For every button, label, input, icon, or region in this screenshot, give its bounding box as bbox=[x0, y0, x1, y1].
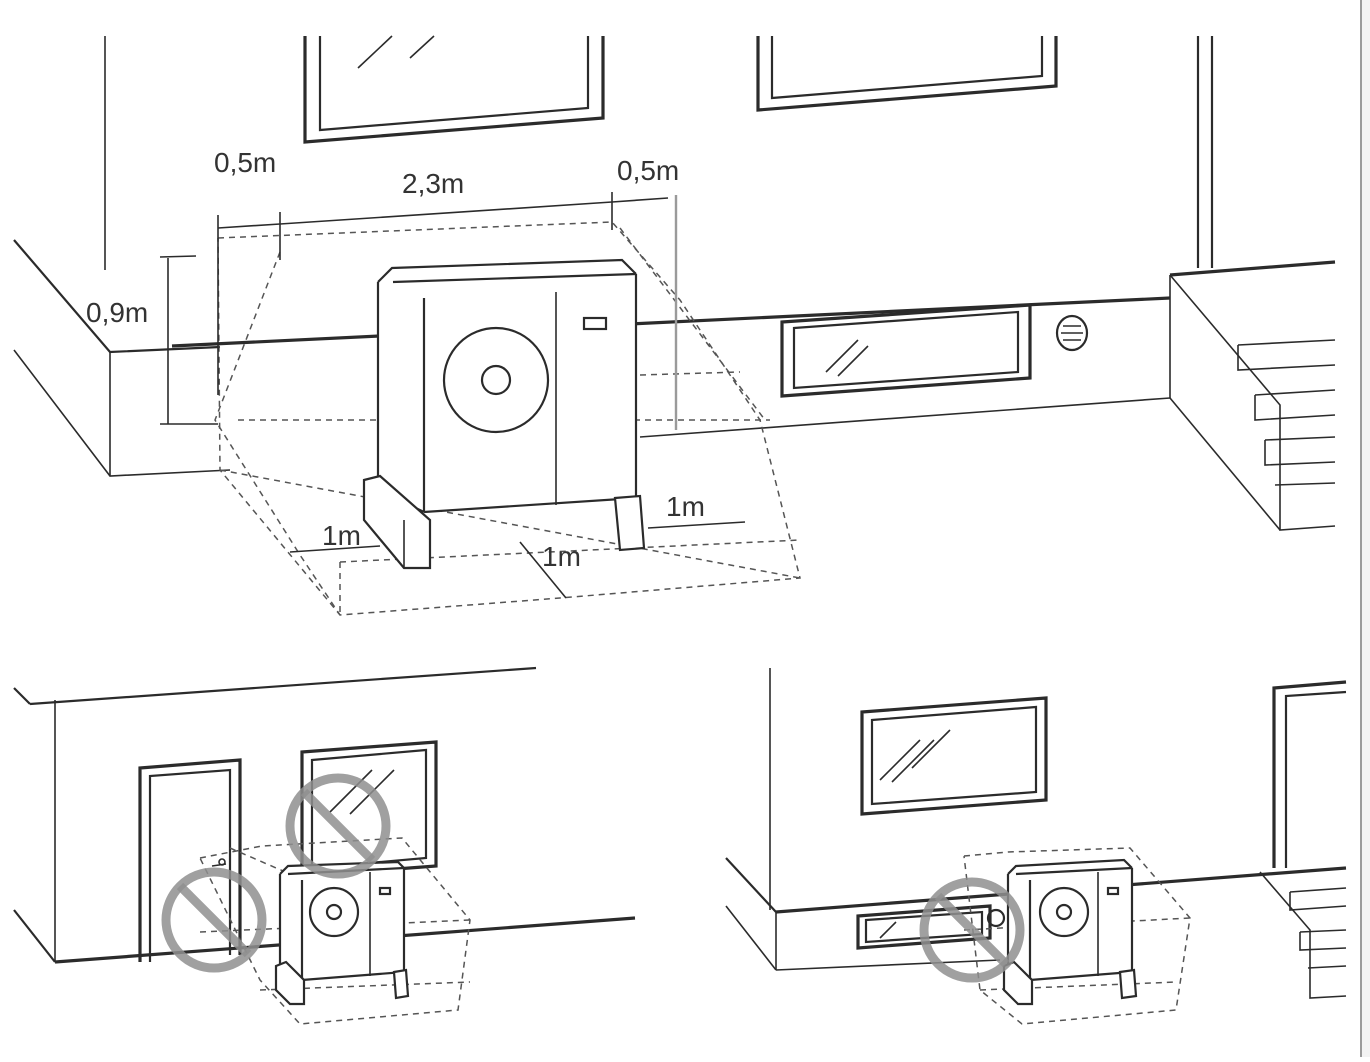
window-icon bbox=[756, 36, 1058, 112]
dim-front-left-label: 1m bbox=[322, 520, 361, 551]
stairs-icon bbox=[1259, 871, 1347, 999]
prohibited-icon-slash bbox=[176, 882, 252, 958]
dim-front-right-label: 1m bbox=[666, 491, 705, 522]
prohibited-icon-slash bbox=[300, 788, 376, 864]
door-icon bbox=[138, 758, 242, 962]
dim-unit-width-label: 2,3m bbox=[402, 168, 464, 199]
dim-height-label: 0,9m bbox=[86, 297, 148, 328]
vent-icon bbox=[1055, 314, 1089, 352]
heat-pump-unit bbox=[274, 860, 410, 1006]
window-icon bbox=[780, 303, 1032, 398]
wall-door-edge bbox=[1272, 680, 1347, 868]
prohibited-icon bbox=[919, 877, 1025, 983]
wall-door-edge bbox=[1284, 690, 1347, 868]
panel-correct-placement: 0,5m 2,3m 0,5m 0,9m 1m 1m 1m bbox=[13, 35, 1336, 616]
window-icon bbox=[860, 696, 1048, 816]
heat-pump-unit bbox=[1002, 858, 1138, 1006]
page-edge-bar bbox=[1360, 0, 1370, 1057]
prohibited-icon-slash bbox=[934, 892, 1010, 968]
control-panel-icon bbox=[582, 316, 608, 331]
dim-left-side-label: 0,5m bbox=[214, 147, 276, 178]
vent-icon bbox=[986, 908, 1006, 928]
prohibited-icon bbox=[161, 867, 267, 973]
panel-wrong-near-door-window bbox=[13, 666, 636, 1025]
panel-wrong-near-basement-window bbox=[725, 668, 1347, 1025]
stairs-icon bbox=[1169, 274, 1336, 531]
heat-pump-unit bbox=[362, 258, 646, 570]
prohibited-icon bbox=[285, 773, 391, 879]
building-plinth bbox=[13, 239, 1336, 477]
dim-right-side-label: 0,5m bbox=[617, 155, 679, 186]
dimension-lines bbox=[159, 192, 746, 599]
window-icon bbox=[303, 35, 605, 144]
dim-front-label: 1m bbox=[542, 541, 581, 572]
